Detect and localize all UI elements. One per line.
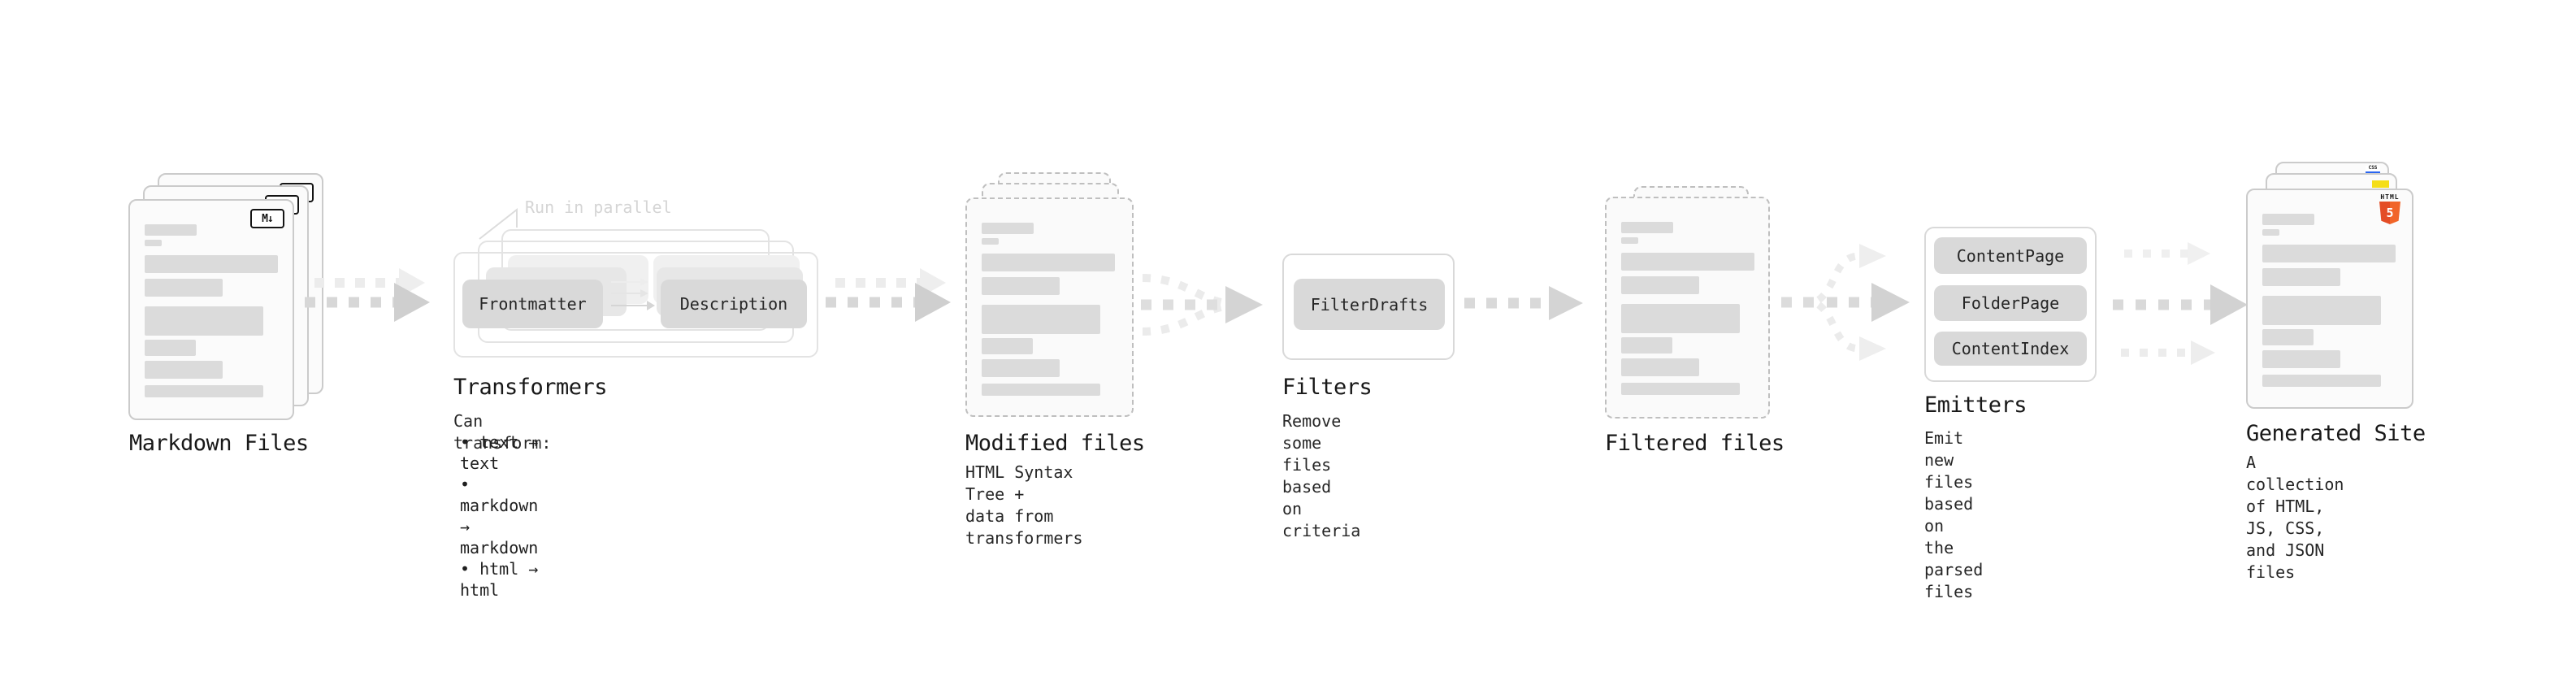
text-placeholder-bars — [2248, 190, 2412, 387]
text-placeholder-bars — [967, 199, 1132, 396]
flow-arrows-converge-to-filters — [1141, 274, 1263, 336]
transformers-subtitle: Can transform: — [453, 411, 552, 453]
css-file-icon: CSS — [2366, 166, 2380, 174]
bullet-item: • markdown → markdown — [460, 475, 539, 557]
transformer-description-chip: Description — [661, 280, 807, 328]
modified-files-subtitle: HTML Syntax Tree + data from transformer… — [965, 462, 1083, 548]
markdown-icon: M↓ — [250, 209, 284, 228]
markdown-files-title: Markdown Files — [129, 431, 309, 456]
bullet-item: • text → text — [460, 432, 539, 473]
generated-file-card-front: HTML 5 — [2246, 189, 2413, 409]
flow-arrow-markdown-to-transformers — [305, 268, 430, 322]
emitters-subtitle: Emit new files based on the parsed files — [1924, 428, 1984, 601]
bullet-item: • html → html — [460, 559, 539, 600]
filters-subtitle: Remove some files based on criteria — [1282, 411, 1361, 540]
run-in-parallel-note: Run in parallel — [525, 197, 672, 217]
html5-icon: HTML 5 — [2378, 193, 2402, 224]
filtered-files-title: Filtered files — [1605, 431, 1785, 456]
transformer-frontmatter-chip: Frontmatter — [462, 280, 603, 328]
flow-arrows-diverge-to-emitters — [1781, 244, 1910, 361]
generated-site-subtitle: A collection of HTML, JS, CSS, and JSON … — [2246, 453, 2344, 582]
emitter-folderpage-chip: FolderPage — [1934, 285, 2087, 321]
filters-title: Filters — [1282, 375, 1373, 400]
markdown-file-card-front: M↓ — [128, 199, 294, 420]
emitters-title: Emitters — [1924, 393, 2027, 418]
generated-site-title: Generated Site — [2246, 421, 2426, 446]
emitter-contentpage-chip: ContentPage — [1934, 237, 2087, 274]
emitter-contentindex-chip: ContentIndex — [1934, 332, 2087, 366]
transformers-title: Transformers — [453, 375, 608, 400]
text-placeholder-bars — [130, 201, 293, 397]
transformer-panel-front — [453, 252, 818, 358]
flow-arrow-transformers-to-modified — [826, 268, 951, 322]
js-file-icon — [2372, 180, 2389, 188]
filter-drafts-chip: FilterDrafts — [1294, 279, 1445, 330]
transformer-mini-arrows — [611, 278, 655, 310]
transformers-bullet-list: • text → text • markdown → markdown • ht… — [460, 432, 538, 601]
run-in-parallel-callout-line — [479, 207, 518, 240]
modified-file-card-front — [965, 197, 1134, 417]
flow-arrows-emitters-to-generated — [2113, 242, 2248, 365]
flow-arrow-filters-to-filtered — [1464, 286, 1583, 320]
modified-files-title: Modified files — [965, 431, 1145, 456]
filtered-file-card-front — [1605, 197, 1770, 419]
text-placeholder-bars — [1607, 198, 1768, 395]
